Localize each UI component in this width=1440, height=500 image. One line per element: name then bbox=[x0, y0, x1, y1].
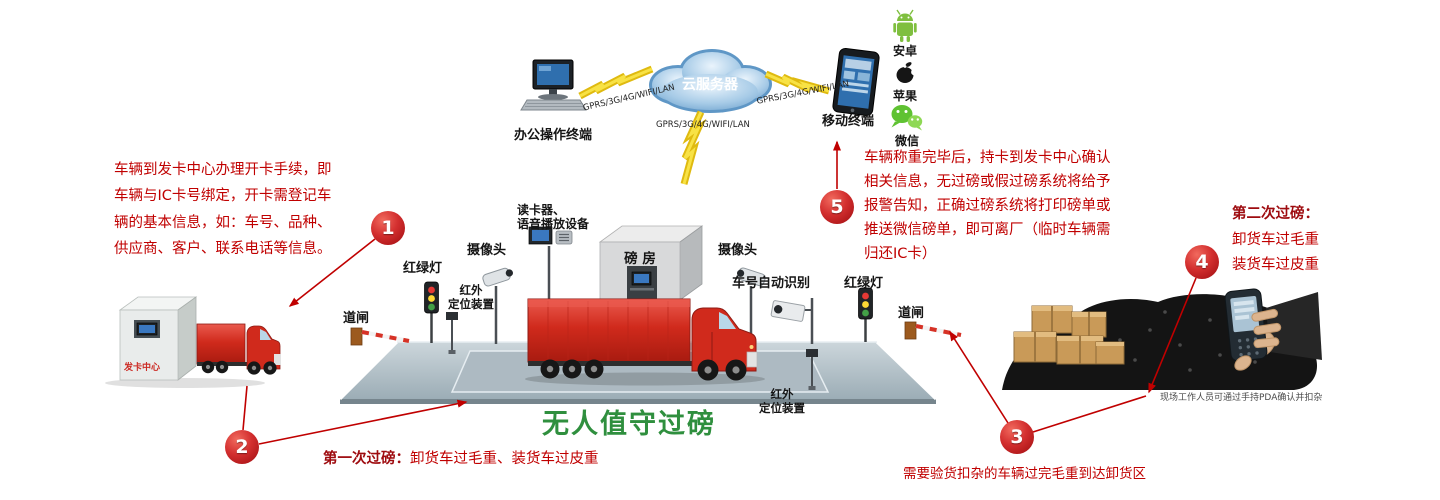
pda-hand bbox=[1224, 288, 1322, 371]
weigh-house bbox=[598, 225, 704, 301]
traffic-light-right-icon bbox=[858, 287, 873, 342]
camera-left-label: 摄像头 bbox=[467, 243, 507, 258]
anpr-camera-icon bbox=[770, 298, 814, 344]
camera-right-label: 摄像头 bbox=[718, 243, 758, 258]
truck-main bbox=[525, 298, 765, 386]
flow-connectors bbox=[242, 140, 1197, 445]
note-step1: 车辆到发卡中心办理开卡手续，即车辆与IC卡号绑定，开卡需登记车辆的基本信息，如：… bbox=[114, 162, 332, 258]
weigh-house-label: 磅 房 bbox=[624, 251, 656, 267]
tablet-icon bbox=[832, 47, 880, 117]
cloud-label: 云服务器 bbox=[682, 77, 738, 93]
ir-right-line2: 定位装置 bbox=[759, 401, 805, 415]
card-center-building bbox=[105, 296, 265, 388]
ir-left-line1: 红外 bbox=[459, 283, 483, 297]
anpr-label: 车号自动识别 bbox=[732, 276, 811, 291]
ir-left-label: 红外 定位装置 bbox=[440, 283, 502, 311]
traffic-light-left-label: 红绿灯 bbox=[403, 261, 443, 276]
traffic-light-right-label: 红绿灯 bbox=[844, 276, 884, 291]
wechat-icon bbox=[891, 105, 923, 131]
link-label-down: GPRS/3G/4G/WIFI/LAN bbox=[656, 120, 750, 130]
step-badge-4: 4 bbox=[1185, 245, 1219, 279]
ir-sensor-right-icon bbox=[806, 349, 818, 390]
reader-label-line1: 读卡器、 bbox=[517, 203, 566, 217]
barrier-gate-left-icon bbox=[350, 327, 410, 346]
gate-left-label: 道闸 bbox=[343, 311, 370, 326]
mobile-terminal-label: 移动终端 bbox=[821, 114, 874, 129]
step-badge-1: 1 bbox=[371, 211, 405, 245]
step-badge-5: 5 bbox=[820, 190, 854, 224]
android-label: 安卓 bbox=[892, 44, 917, 58]
note-step3: 需要验货扣杂的车辆过完毛重到达卸货区 bbox=[903, 466, 1146, 482]
ir-right-label: 红外 定位装置 bbox=[750, 387, 814, 415]
ir-right-line1: 红外 bbox=[770, 387, 794, 401]
office-computer-icon bbox=[520, 59, 587, 111]
pda-caption: 现场工作人员可通过手持PDA确认并扣杂 bbox=[1160, 393, 1323, 403]
wechat-label: 微信 bbox=[894, 134, 919, 148]
lightning-bolt-down bbox=[680, 110, 707, 185]
note-step2-text: 卸货车过毛重、装货车过皮重 bbox=[410, 451, 599, 467]
truck-small bbox=[196, 323, 281, 375]
reader-label-line2: 语音播放设备 bbox=[517, 217, 590, 231]
traffic-light-left-icon bbox=[424, 281, 439, 343]
card-center-label: 发卡中心 bbox=[124, 363, 161, 373]
cloud-icon bbox=[649, 49, 772, 113]
apple-icon bbox=[896, 62, 918, 83]
android-icon bbox=[893, 9, 917, 42]
note-step2: 第一次过磅：卸货车过毛重、装货车过皮重 bbox=[323, 447, 599, 468]
note-step4-line2: 装货车过皮重 bbox=[1232, 257, 1319, 273]
gate-right-label: 道闸 bbox=[898, 306, 925, 321]
ir-sensor-left-icon bbox=[446, 312, 458, 354]
main-title: 无人值守过磅 bbox=[542, 409, 716, 440]
note-step5: 车辆称重完毕后，持卡到发卡中心确认相关信息，无过磅或假过磅系统将给予报警告知，正… bbox=[864, 150, 1111, 263]
cargo-boxes bbox=[1013, 305, 1125, 365]
note-step4-label: 第二次过磅： bbox=[1232, 206, 1319, 222]
camera-left-icon bbox=[482, 267, 513, 344]
office-terminal-label: 办公操作终端 bbox=[513, 128, 592, 143]
note-step4-line1: 卸货车过毛重 bbox=[1232, 232, 1319, 248]
ir-left-line2: 定位装置 bbox=[448, 297, 494, 311]
apple-label: 苹果 bbox=[892, 89, 917, 103]
lightning-bolt-left bbox=[578, 65, 654, 100]
step-badge-3: 3 bbox=[1000, 420, 1034, 454]
step-badge-2: 2 bbox=[225, 430, 259, 464]
lightning-bolt-right bbox=[764, 70, 830, 95]
note-step2-label: 第一次过磅： bbox=[323, 451, 410, 467]
